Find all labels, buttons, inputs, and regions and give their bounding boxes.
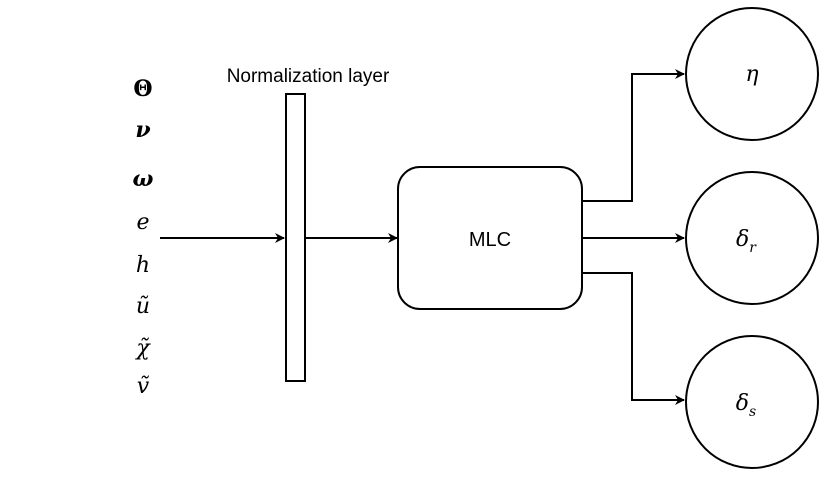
input-u-tilde: ũ xyxy=(136,294,150,319)
arrow-mlc-to-eta xyxy=(582,69,685,202)
input-e: e xyxy=(136,210,149,235)
input-omega: ω xyxy=(133,166,154,192)
output-eta-node xyxy=(685,7,819,141)
input-nu: ν xyxy=(135,117,150,143)
delta-r-symbol: δ xyxy=(736,227,749,252)
output-delta-s-node xyxy=(685,335,819,469)
input-chi-tilde: χ̃ xyxy=(134,336,151,361)
output-eta-label: η xyxy=(745,62,758,87)
input-variables: Θ ν ω e h ũ χ̃ ṽ xyxy=(133,76,154,399)
output-delta-r-label: δr xyxy=(736,227,757,256)
mlc-label: MLC xyxy=(469,229,511,251)
normalization-layer-label: Normalization layer xyxy=(227,66,390,87)
arrow-mlc-to-delta-s xyxy=(582,272,685,405)
delta-r-subscript: r xyxy=(749,240,757,256)
input-h: h xyxy=(136,253,150,278)
output-delta-r-node xyxy=(685,171,819,305)
output-delta-s-label: δs xyxy=(736,391,756,420)
delta-s-symbol: δ xyxy=(736,391,749,416)
input-v-tilde: ṽ xyxy=(137,374,150,399)
delta-s-subscript: s xyxy=(749,404,756,420)
input-theta: Θ xyxy=(133,76,152,102)
normalization-layer xyxy=(285,93,306,382)
